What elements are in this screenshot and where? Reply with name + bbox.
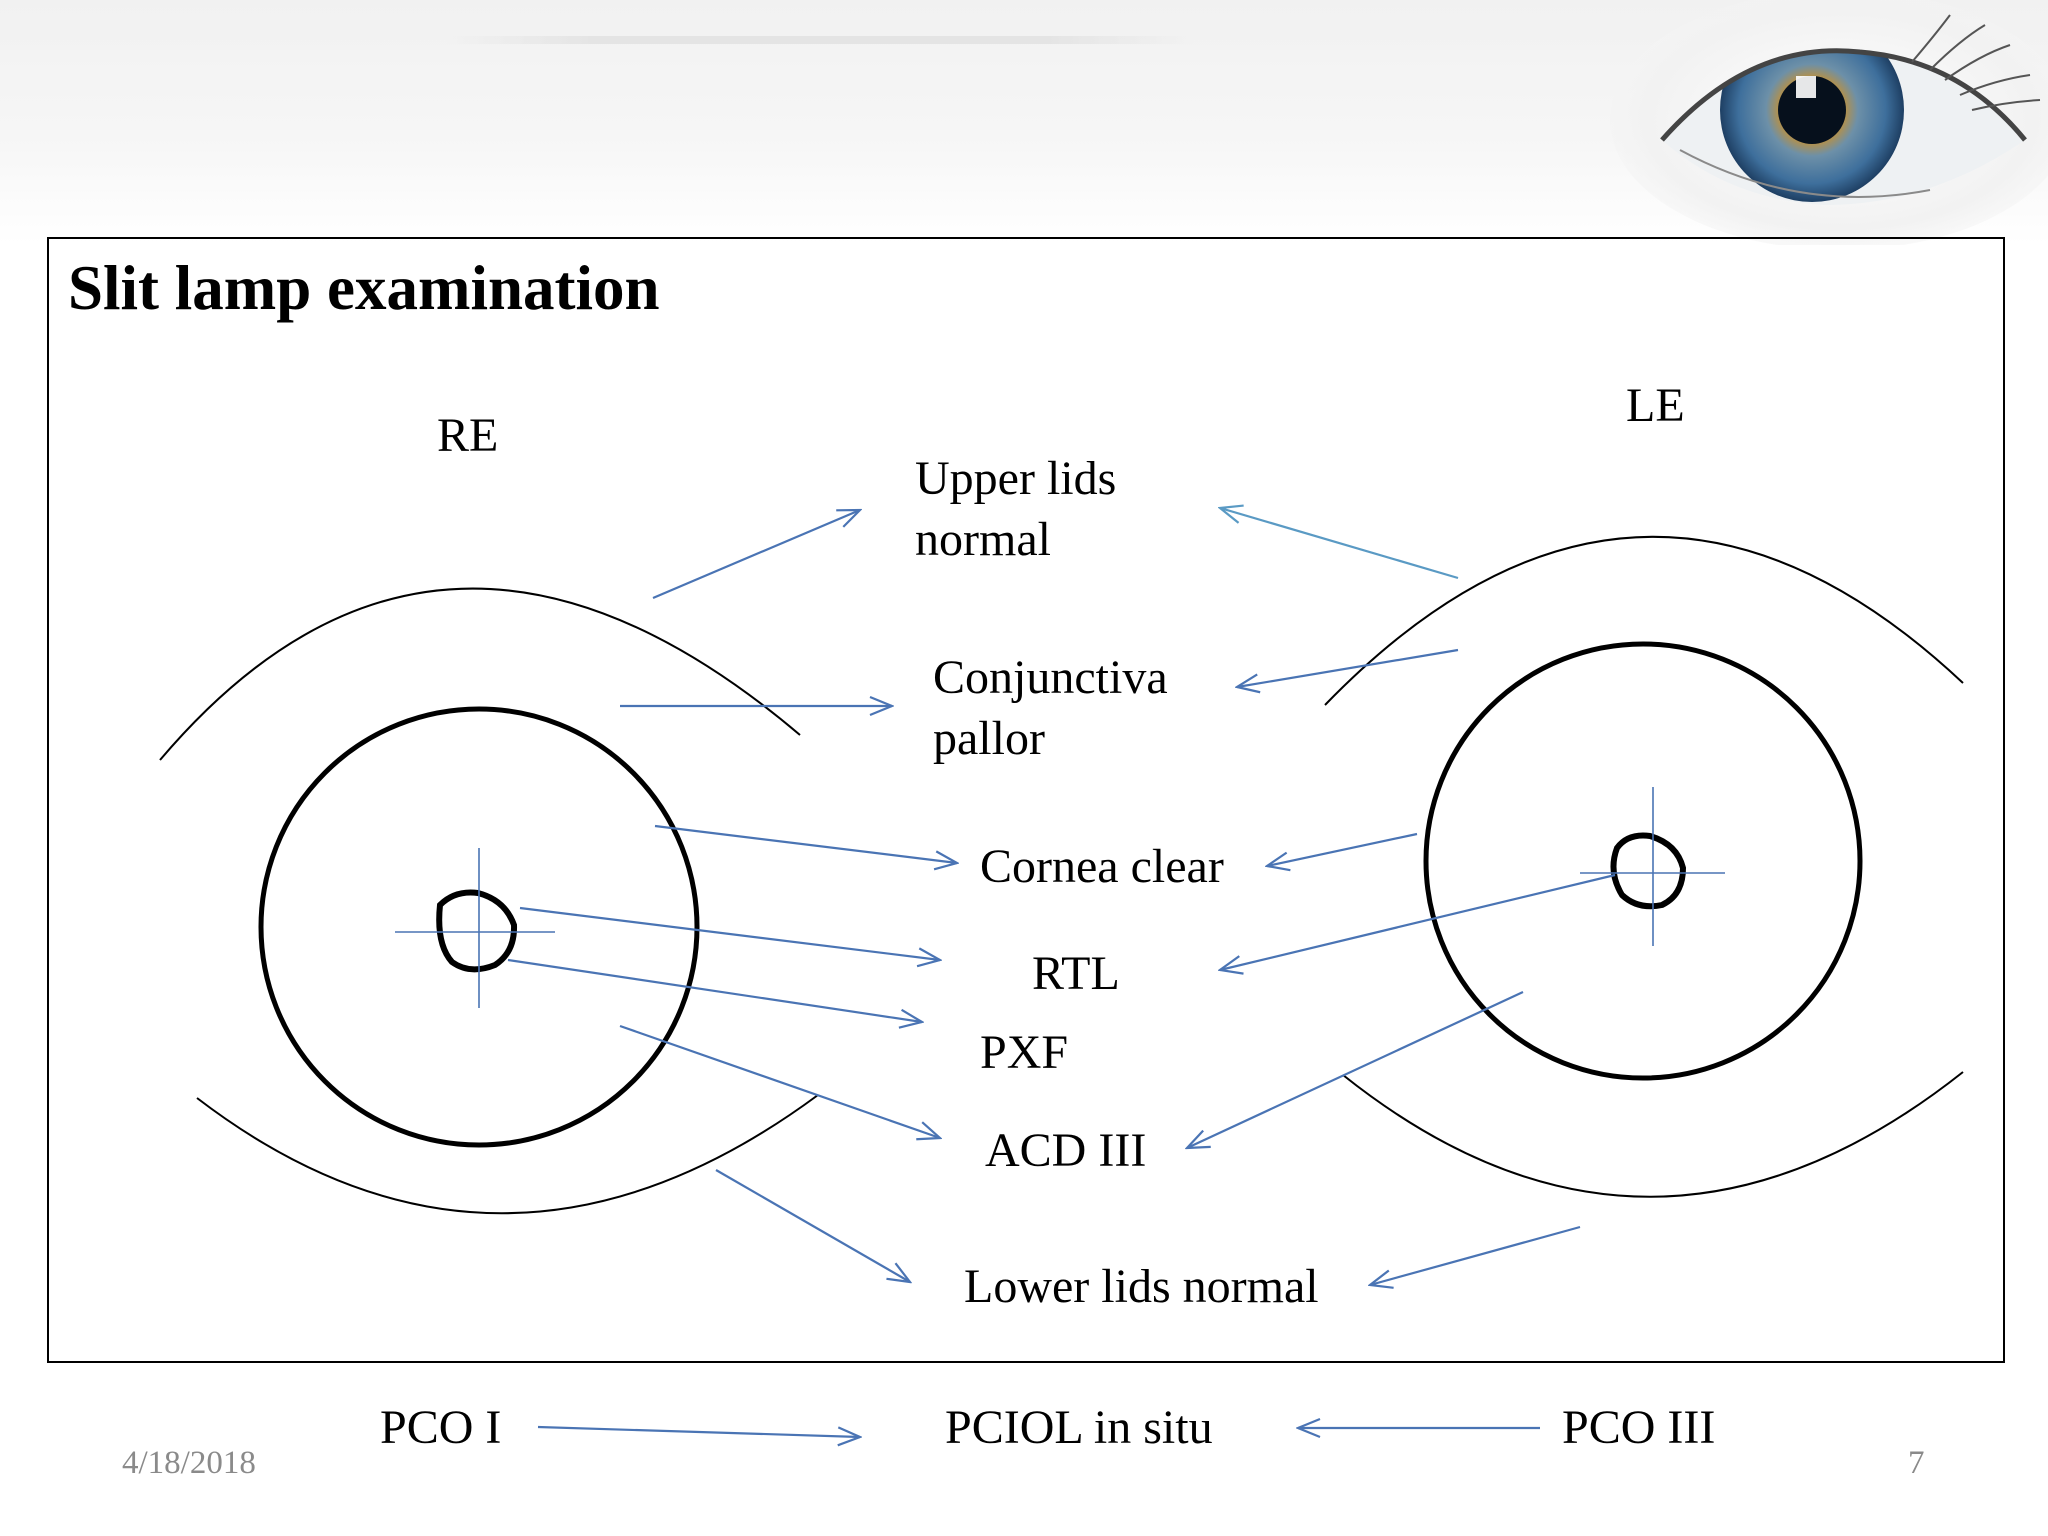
right-eye-drawing <box>159 587 819 1215</box>
arrows-from-right-eye <box>507 510 957 1282</box>
left-upper-lid <box>1324 535 1964 706</box>
right-eye-label: RE <box>437 409 499 462</box>
slide-title: Slit lamp examination <box>68 253 660 323</box>
left-crosshair <box>1580 787 1725 946</box>
arrow-pco-i <box>537 1425 860 1437</box>
arrow-le-cornea <box>1267 832 1418 866</box>
lens-right-pco: PCO I <box>380 1401 502 1454</box>
right-cornea-circle <box>258 706 700 1148</box>
lens-arrows <box>537 1425 1540 1437</box>
right-lower-lid <box>196 1094 819 1215</box>
finding-acd: ACD III <box>985 1124 1147 1177</box>
finding-conjunctiva-line2: pallor <box>933 712 1045 765</box>
left-lower-lid <box>1342 1071 1964 1198</box>
slide-date: 4/18/2018 <box>122 1445 256 1481</box>
arrows-from-left-eye <box>1187 508 1616 1285</box>
left-cornea-circle <box>1423 641 1863 1081</box>
arrow-re-acd <box>619 1024 940 1138</box>
right-pupil <box>436 889 518 973</box>
slide-content-frame <box>47 237 2005 1363</box>
arrow-re-upper-lids <box>652 510 860 600</box>
arrow-le-rtl <box>1220 873 1616 970</box>
header-decorative-line <box>445 36 1195 44</box>
arrow-re-rtl <box>519 906 940 960</box>
finding-conjunctiva-line1: Conjunctiva <box>933 651 1168 704</box>
finding-upper-lids-line2: normal <box>915 513 1051 566</box>
arrow-re-cornea <box>654 824 957 863</box>
right-upper-lid <box>159 587 801 761</box>
left-pupil <box>1610 832 1687 910</box>
finding-cornea: Cornea clear <box>980 840 1224 893</box>
finding-upper-lids-line1: Upper lids <box>915 452 1117 505</box>
finding-pxf: PXF <box>980 1026 1069 1079</box>
left-eye-drawing <box>1324 535 1964 1198</box>
finding-rtl: RTL <box>1032 947 1120 1000</box>
slide-number: 7 <box>1908 1445 1925 1481</box>
right-crosshair <box>395 848 555 1008</box>
arrow-re-lower-lids <box>715 1169 910 1282</box>
arrow-le-upper-lids <box>1220 508 1459 580</box>
finding-lower-lids: Lower lids normal <box>964 1260 1319 1313</box>
lens-left-pco: PCO III <box>1562 1401 1716 1454</box>
left-eye-label: LE <box>1626 379 1685 432</box>
arrow-le-lower-lids <box>1370 1225 1581 1285</box>
arrow-le-acd <box>1187 991 1524 1148</box>
arrow-le-conjunctiva <box>1237 648 1459 687</box>
lens-pciol: PCIOL in situ <box>945 1401 1213 1454</box>
eye-photo <box>1610 0 2048 245</box>
arrow-re-pxf <box>507 958 922 1022</box>
